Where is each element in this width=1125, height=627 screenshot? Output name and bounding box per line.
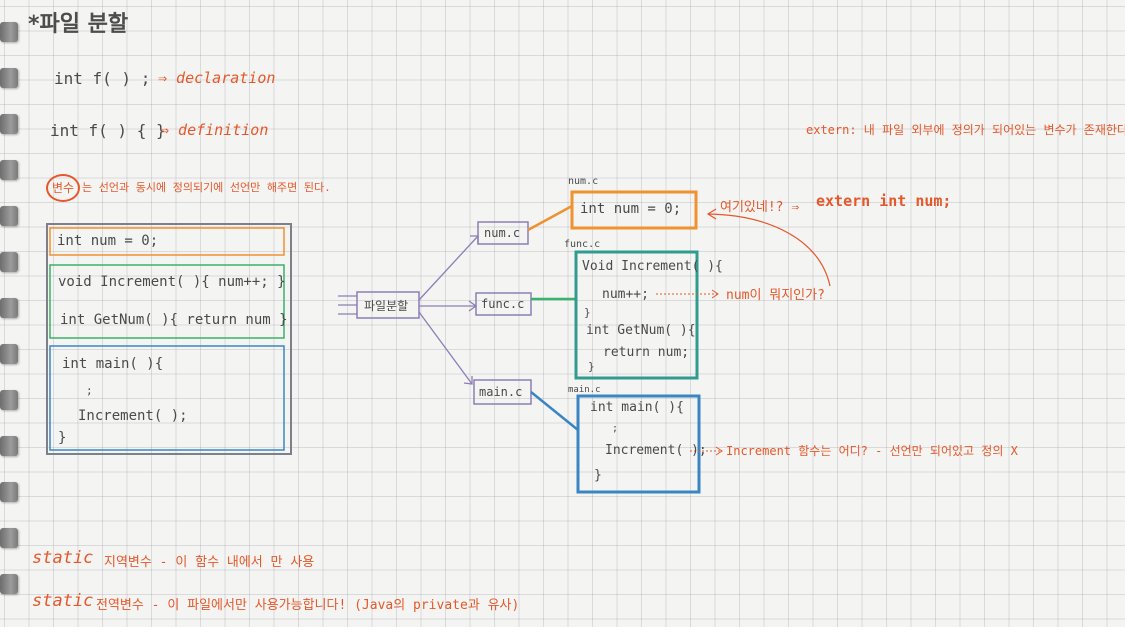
variable-note: 는 선언과 동시에 정의되기에 선언만 해주면 된다.: [82, 181, 331, 194]
definition-note: ⇒ definition: [160, 121, 269, 139]
page-title: *파일 분할: [28, 12, 129, 37]
binding-ring: [0, 114, 18, 134]
left-func-section: [49, 264, 285, 339]
binding-ring: [0, 574, 18, 594]
main-line-2: ;: [612, 423, 619, 434]
binding-ring: [0, 68, 18, 88]
variable-circle: 변수: [46, 174, 80, 202]
main-line-1: int main( ){: [590, 400, 684, 415]
binding-ring: [0, 252, 18, 272]
left-main-section: [49, 345, 285, 451]
func-line-2: num++;: [602, 287, 649, 302]
spiral-binding: [0, 0, 24, 627]
left-line-num: int num = 0;: [57, 233, 159, 249]
func-line-6: }: [588, 360, 595, 373]
func-file-box: [574, 250, 699, 380]
increment-question: Increment 함수는 어디? - 선언만 되어있고 정의 X: [726, 444, 1018, 458]
func-line-4: int GetNum( ){: [586, 323, 696, 338]
left-line-close: }: [58, 430, 67, 446]
func-line-5: return num;: [603, 345, 690, 360]
left-line-increment: void Increment( ){ num++; }: [58, 274, 286, 290]
declaration-note: ⇒ declaration: [158, 69, 276, 87]
main-line-4: }: [594, 468, 602, 483]
func-line-1: Void Increment( ){: [582, 259, 723, 274]
main-file-caption: main.c: [568, 385, 601, 395]
binding-ring: [0, 528, 18, 548]
func-node-label: func.c: [481, 297, 525, 311]
left-num-section: [49, 227, 285, 256]
binding-ring: [0, 206, 18, 226]
num-node-box: [477, 221, 529, 245]
extern-code: extern int num;: [816, 192, 952, 210]
here-note: 여기있네!? ⇒: [720, 200, 800, 215]
main-connector: [530, 391, 579, 431]
binding-ring: [0, 298, 18, 318]
main-file-box: [576, 394, 701, 494]
main-line-3: Increment( );: [605, 443, 707, 458]
num-connector: [527, 204, 573, 232]
binding-ring: [0, 482, 18, 502]
arrow-to-main: [418, 311, 473, 385]
split-label: 파일분할: [364, 299, 409, 313]
binding-ring: [0, 160, 18, 180]
left-line-call: Increment( );: [78, 408, 188, 424]
binding-ring: [0, 390, 18, 410]
left-line-semicolon: ;: [86, 384, 93, 397]
func-file-caption: func.c: [564, 239, 601, 250]
func-node-box: [475, 292, 532, 316]
static-global-note: 전역변수 - 이 파일에서만 사용가능합니다! (Java의 private과 …: [96, 598, 520, 613]
curved-arrow: [707, 213, 831, 287]
left-line-getnum: int GetNum( ){ return num }: [60, 312, 288, 328]
static-local-keyword: static: [32, 548, 94, 568]
num-question: num이 뭐지인가?: [726, 288, 825, 303]
func-line-3: }: [584, 306, 591, 319]
num-file-caption: num.c: [568, 176, 599, 187]
static-local-note: 지역변수 - 이 함수 내에서 만 사용: [104, 555, 315, 570]
extern-note: extern: 내 파일 외부에 정의가 되어있는 변수가 존재한다.: [806, 123, 1125, 137]
num-node-label: num.c: [484, 226, 521, 240]
left-line-main: int main( ){: [62, 356, 164, 372]
num-file-box: [570, 190, 698, 230]
num-file-code: int num = 0;: [580, 201, 682, 217]
binding-ring: [0, 22, 18, 42]
binding-ring: [0, 344, 18, 364]
binding-ring: [0, 436, 18, 456]
left-code-box: [46, 223, 292, 455]
arrow-to-num: [418, 235, 479, 301]
definition-code: int f( ) { }: [50, 121, 166, 140]
main-node-label: main.c: [479, 385, 523, 399]
static-global-keyword: static: [32, 591, 94, 611]
declaration-code: int f( ) ;: [54, 69, 151, 88]
